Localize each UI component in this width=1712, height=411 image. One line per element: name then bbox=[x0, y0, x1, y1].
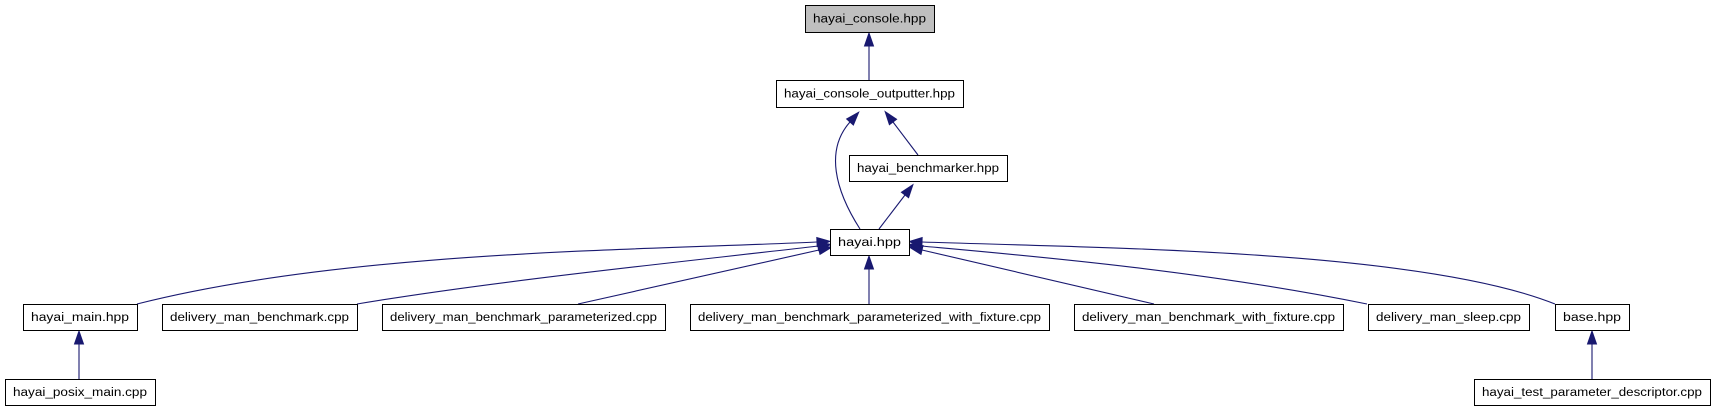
arrowhead-icon bbox=[1586, 329, 1598, 345]
node-label: hayai_console_outputter.hpp bbox=[784, 89, 955, 101]
node-label: delivery_man_sleep.cpp bbox=[1376, 312, 1521, 324]
arrowhead-icon bbox=[73, 329, 85, 345]
arrowhead-icon bbox=[907, 236, 923, 248]
arrowhead-icon bbox=[863, 254, 875, 270]
node-box[interactable] bbox=[849, 155, 1008, 182]
edges bbox=[73, 31, 1598, 379]
nodes: hayai_console.hpp hayai_console_outputter… bbox=[5, 5, 1711, 406]
arrowhead-icon bbox=[817, 245, 834, 256]
node-box[interactable] bbox=[776, 80, 964, 108]
node-sleep[interactable]: delivery_man_sleep.cpp bbox=[1368, 304, 1530, 331]
node-label: base.hpp bbox=[1563, 312, 1621, 324]
arrowhead-icon bbox=[900, 183, 914, 199]
node-label: hayai_benchmarker.hpp bbox=[857, 163, 999, 175]
node-dmb[interactable]: delivery_man_benchmark.cpp bbox=[162, 304, 358, 331]
edge-dmb-to-hayai bbox=[356, 245, 819, 305]
node-label: hayai_test_parameter_descriptor.cpp bbox=[1482, 387, 1702, 399]
arrowhead-icon bbox=[863, 31, 875, 47]
edge-dmbp-to-hayai bbox=[577, 249, 820, 305]
arrowhead-icon bbox=[884, 110, 898, 126]
node-posix[interactable]: hayai_posix_main.cpp bbox=[5, 379, 156, 406]
node-dmbwf[interactable]: delivery_man_benchmark_with_fixture.cpp bbox=[1074, 304, 1344, 331]
node-main[interactable]: hayai_main.hpp bbox=[23, 304, 138, 331]
node-hayai[interactable]: hayai.hpp bbox=[830, 229, 910, 256]
node-dmbp[interactable]: delivery_man_benchmark_parameterized.cpp bbox=[382, 304, 666, 331]
node-outputter[interactable]: hayai_console_outputter.hpp bbox=[776, 80, 964, 108]
node-label: hayai_main.hpp bbox=[31, 312, 129, 324]
node-label: hayai.hpp bbox=[838, 237, 901, 249]
node-label: delivery_man_benchmark_with_fixture.cpp bbox=[1082, 312, 1335, 324]
node-label: hayai_console.hpp bbox=[813, 14, 926, 26]
node-label: delivery_man_benchmark.cpp bbox=[170, 312, 349, 324]
node-console[interactable]: hayai_console.hpp bbox=[805, 5, 935, 33]
node-label: hayai_posix_main.cpp bbox=[13, 387, 147, 399]
node-box[interactable] bbox=[830, 229, 910, 256]
node-box[interactable] bbox=[1074, 304, 1344, 331]
node-label: delivery_man_benchmark_parameterized_wit… bbox=[698, 312, 1041, 324]
node-box[interactable] bbox=[1555, 304, 1630, 331]
node-label: delivery_man_benchmark_parameterized.cpp bbox=[390, 312, 657, 324]
edge-dmbwf-to-hayai bbox=[921, 249, 1155, 305]
node-box[interactable] bbox=[382, 304, 666, 331]
node-box[interactable] bbox=[23, 304, 138, 331]
node-box[interactable] bbox=[1474, 379, 1711, 406]
node-box[interactable] bbox=[5, 379, 156, 406]
edge-benchmarker-to-outputter bbox=[892, 121, 919, 156]
node-descriptor[interactable]: hayai_test_parameter_descriptor.cpp bbox=[1474, 379, 1711, 406]
node-box[interactable] bbox=[690, 304, 1050, 331]
node-box[interactable] bbox=[1368, 304, 1530, 331]
node-dmbpwf[interactable]: delivery_man_benchmark_parameterized_wit… bbox=[690, 304, 1050, 331]
edge-sleep-to-hayai bbox=[920, 245, 1368, 305]
edge-base-to-hayai bbox=[921, 241, 1556, 305]
arrowhead-icon bbox=[845, 111, 860, 126]
node-box[interactable] bbox=[162, 304, 358, 331]
edge-hayai-to-benchmarker bbox=[878, 194, 906, 230]
node-benchmarker[interactable]: hayai_benchmarker.hpp bbox=[849, 155, 1008, 182]
node-box[interactable] bbox=[805, 5, 935, 33]
edge-main-to-hayai bbox=[136, 241, 818, 305]
edge-hayai-to-outputter bbox=[834, 121, 861, 230]
node-base[interactable]: base.hpp bbox=[1555, 304, 1630, 331]
